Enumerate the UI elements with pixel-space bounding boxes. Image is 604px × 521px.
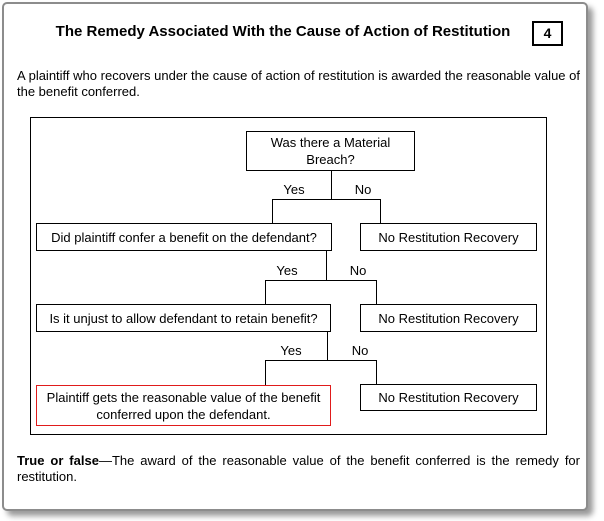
branch-label-no-3: No <box>349 343 371 358</box>
flowchart-node-no-recovery-3: No Restitution Recovery <box>360 384 537 411</box>
branch-label-no-2: No <box>347 263 369 278</box>
branch-label-no-1: No <box>352 182 374 197</box>
connector-line <box>272 199 381 200</box>
flowchart-node-material-breach: Was there a Material Breach? <box>246 131 415 171</box>
connector-line <box>326 251 327 280</box>
flowchart-node-recovery-result: Plaintiff gets the reasonable value of t… <box>36 385 331 426</box>
flowchart: Was there a Material Breach? Yes No Did … <box>30 117 547 435</box>
branch-label-yes-1: Yes <box>281 182 307 197</box>
connector-line <box>272 199 273 223</box>
connector-line <box>265 280 377 281</box>
slide-title: The Remedy Associated With the Cause of … <box>55 23 511 40</box>
connector-line <box>380 199 381 223</box>
connector-line <box>376 360 377 384</box>
connector-line <box>331 171 332 199</box>
flowchart-node-confer-benefit: Did plaintiff confer a benefit on the de… <box>36 223 332 251</box>
connector-line <box>376 280 377 304</box>
connector-line <box>265 360 377 361</box>
question-body: —The award of the reasonable value of th… <box>17 453 580 484</box>
connector-line <box>327 332 328 360</box>
intro-text: A plaintiff who recovers under the cause… <box>17 68 580 99</box>
slide-number-badge: 4 <box>532 21 563 46</box>
slide-card: The Remedy Associated With the Cause of … <box>2 2 588 511</box>
branch-label-yes-3: Yes <box>278 343 304 358</box>
question-text: True or false—The award of the reasonabl… <box>17 453 580 485</box>
flowchart-node-unjust-retain: Is it unjust to allow defendant to retai… <box>36 304 331 332</box>
question-lead: True or false <box>17 453 99 468</box>
flowchart-node-no-recovery-2: No Restitution Recovery <box>360 304 537 332</box>
connector-line <box>265 280 266 304</box>
flowchart-node-no-recovery-1: No Restitution Recovery <box>360 223 537 251</box>
branch-label-yes-2: Yes <box>274 263 300 278</box>
connector-line <box>265 360 266 385</box>
